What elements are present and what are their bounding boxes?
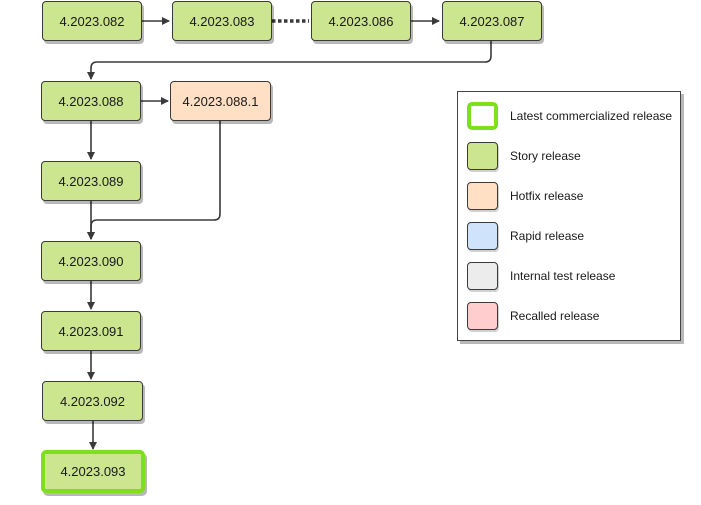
legend-swatch-hotfix (467, 182, 498, 210)
legend-label-latest: Latest commercialized release (510, 109, 673, 123)
legend-swatch-story (467, 142, 498, 170)
release-node-090[interactable]: 4.2023.090 (41, 241, 141, 281)
edge-087-088 (87, 41, 492, 80)
legend-label-recalled: Recalled release (510, 309, 600, 323)
legend-swatch-rapid (467, 222, 498, 250)
legend-item-rapid: Rapid release (458, 219, 682, 253)
release-node-088-1[interactable]: 4.2023.088.1 (170, 81, 271, 121)
release-node-086[interactable]: 4.2023.086 (311, 1, 411, 41)
release-node-082[interactable]: 4.2023.082 (42, 1, 142, 41)
legend-panel: Latest commercialized release Story rele… (457, 91, 681, 341)
legend-label-rapid: Rapid release (510, 229, 585, 243)
legend-item-hotfix: Hotfix release (458, 179, 682, 213)
release-node-093[interactable]: 4.2023.093 (41, 450, 145, 493)
legend-label-hotfix: Hotfix release (510, 189, 584, 203)
legend-label-internal: Internal test release (510, 269, 616, 283)
release-node-087[interactable]: 4.2023.087 (442, 1, 542, 41)
legend-swatch-latest (467, 102, 498, 130)
legend-swatch-internal (467, 262, 498, 290)
legend-label-story: Story release (510, 149, 581, 163)
legend-item-recalled: Recalled release (458, 299, 682, 333)
release-node-088[interactable]: 4.2023.088 (41, 81, 141, 121)
legend-item-story: Story release (458, 139, 682, 173)
release-node-083[interactable]: 4.2023.083 (172, 1, 272, 41)
legend-item-latest: Latest commercialized release (458, 99, 682, 133)
release-node-089[interactable]: 4.2023.089 (41, 161, 141, 201)
legend-item-internal: Internal test release (458, 259, 682, 293)
release-node-092[interactable]: 4.2023.092 (42, 381, 143, 421)
release-node-091[interactable]: 4.2023.091 (41, 311, 141, 351)
legend-swatch-recalled (467, 302, 498, 330)
